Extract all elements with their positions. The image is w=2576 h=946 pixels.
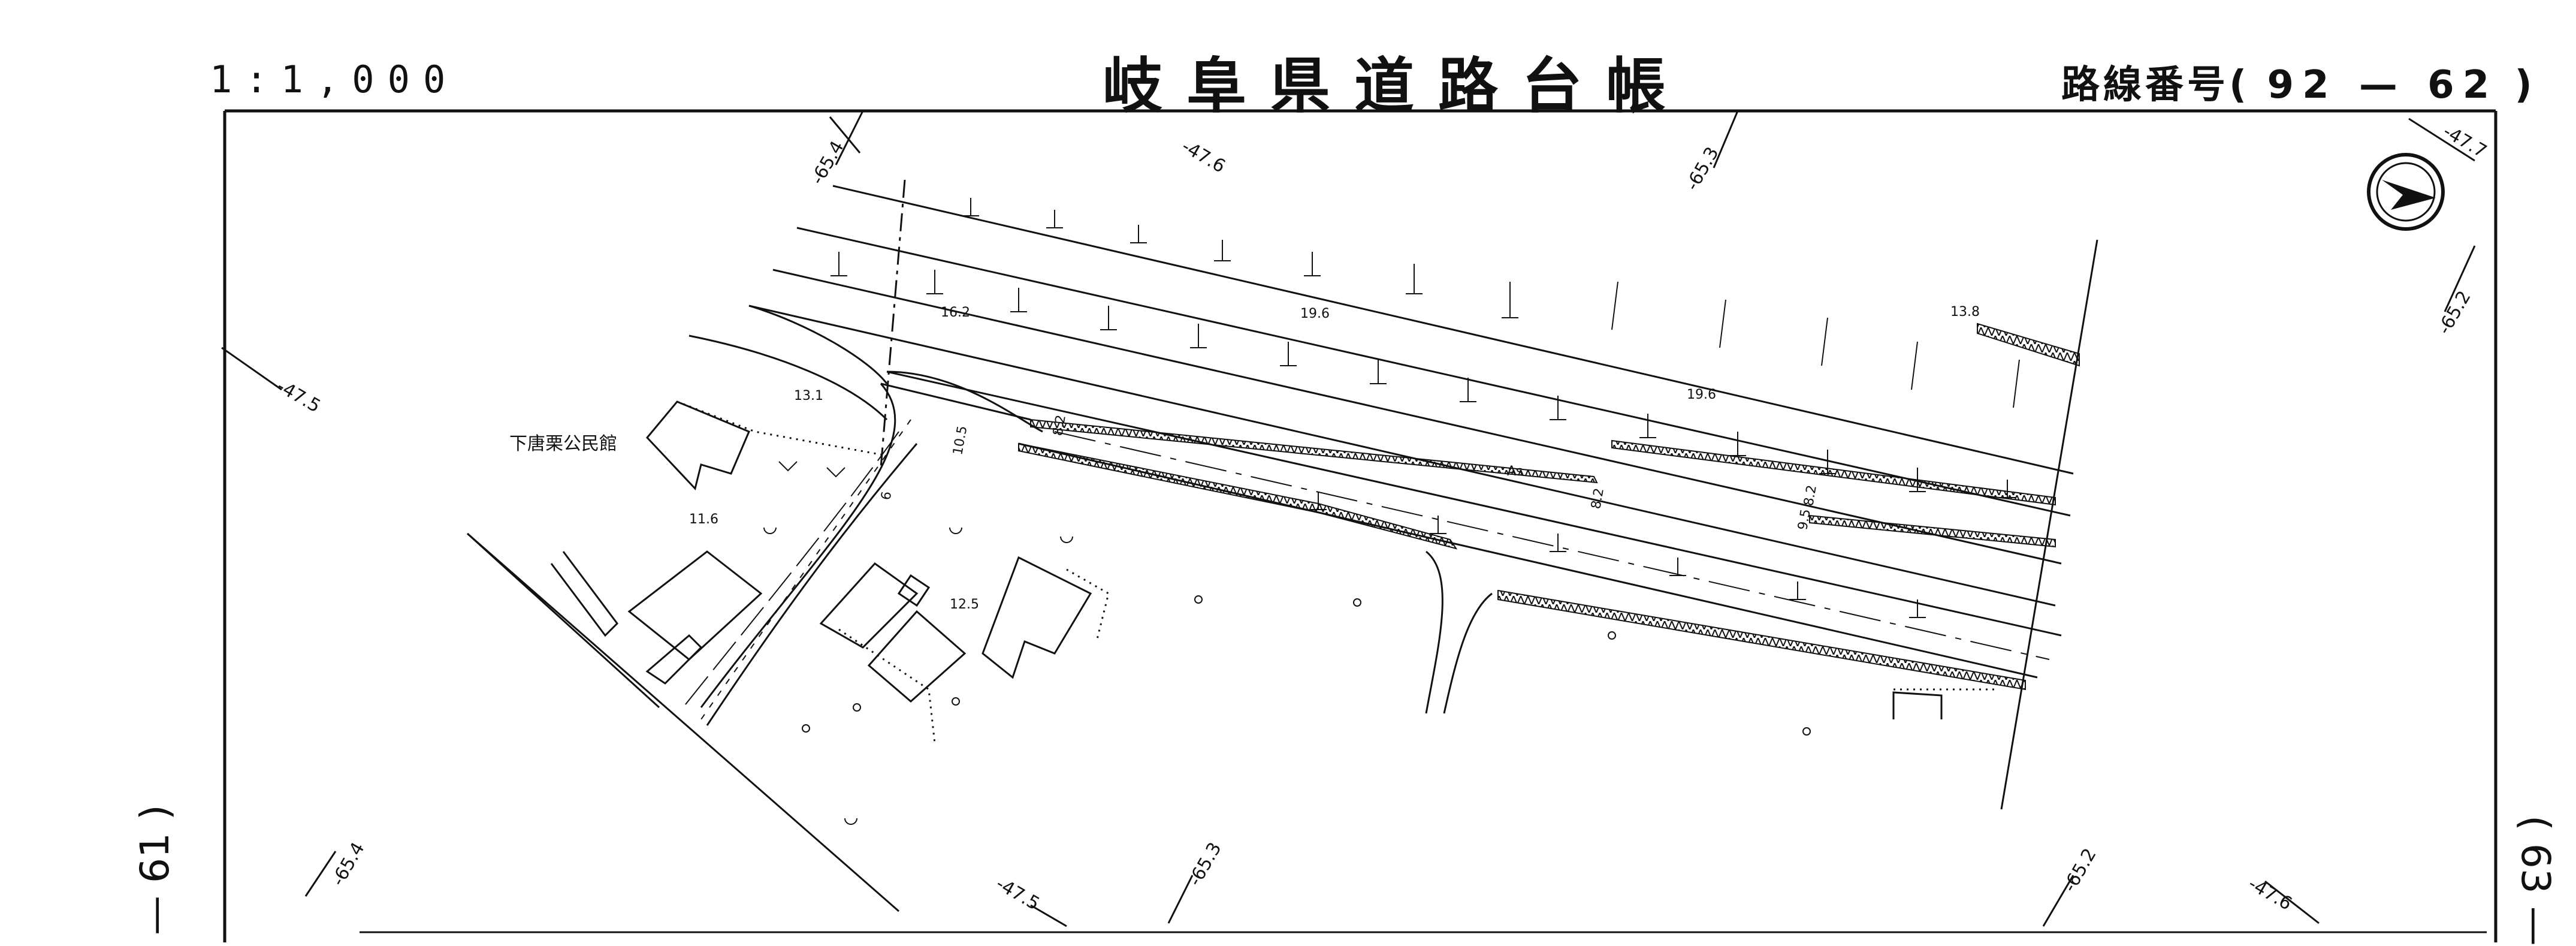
elevation-label: 13.8 [1950, 305, 1980, 320]
grid-coord: -47.7 [2439, 121, 2490, 162]
elevation-labels: 16.2 19.6 13.8 13.1 19.6 11.6 12.5 [689, 305, 1980, 612]
slope-marks [831, 198, 2020, 618]
elevation-label: 13.1 [794, 388, 823, 403]
road-width-label: 8.2 [1589, 487, 1607, 510]
north-arrow-icon [2367, 153, 2445, 231]
grid-coord: -65.4 [807, 137, 848, 188]
elevation-label: 19.6 [1300, 306, 1330, 321]
road-edges [682, 179, 2098, 810]
route-number: 路線番号( 92 — 62 ) [2061, 54, 2536, 109]
road-width-label: 8.2 [1050, 414, 1069, 437]
grid-ticks [221, 110, 2476, 927]
map-frame [223, 109, 2498, 942]
grid-coord: -65.3 [1185, 839, 1226, 890]
route-number-value: 92 — 62 [2267, 63, 2498, 107]
route-label: 路線番号( [2061, 63, 2251, 107]
retaining-walls [1018, 323, 2080, 691]
property-lines [677, 400, 1995, 744]
elevation-label: 16.2 [941, 305, 970, 320]
grid-coord: -65.3 [1682, 143, 1723, 194]
road-width-label: 10.5 [950, 424, 970, 456]
buildings [466, 400, 1943, 912]
grid-coord: -47.6 [2245, 873, 2296, 915]
elevation-label: 11.6 [689, 512, 718, 527]
route-close: ) [2514, 63, 2536, 107]
building-name-label: 下唐栗公民館 [509, 433, 617, 454]
surface-label: As [1507, 464, 1523, 479]
grid-coord: -47.6 [1178, 136, 1229, 177]
grid-coord: -65.2 [2059, 845, 2101, 896]
grid-coord: -47.5 [992, 873, 1043, 915]
elevation-label: 19.6 [1687, 387, 1716, 402]
road-width-label: 8.2 [1801, 484, 1820, 507]
side-road [1425, 550, 1493, 714]
road-width-labels: 10.5 8.2 6 8.2 8.2 9.5 [878, 414, 1820, 531]
road-width-label: 9.5 [1795, 508, 1814, 531]
grid-coord: -65.4 [328, 839, 369, 890]
elevation-label: 12.5 [950, 597, 979, 612]
grid-coordinate-labels: -65.4 -47.6 -65.3 -47.7 -47.5 -65.2 -65.… [273, 121, 2490, 915]
road-width-label: 6 [878, 490, 895, 501]
map-scale: 1:1,000 [210, 58, 459, 101]
grid-coord: -65.2 [2434, 287, 2475, 338]
grid-coord: -47.5 [273, 376, 324, 417]
map-symbols [763, 461, 1811, 825]
